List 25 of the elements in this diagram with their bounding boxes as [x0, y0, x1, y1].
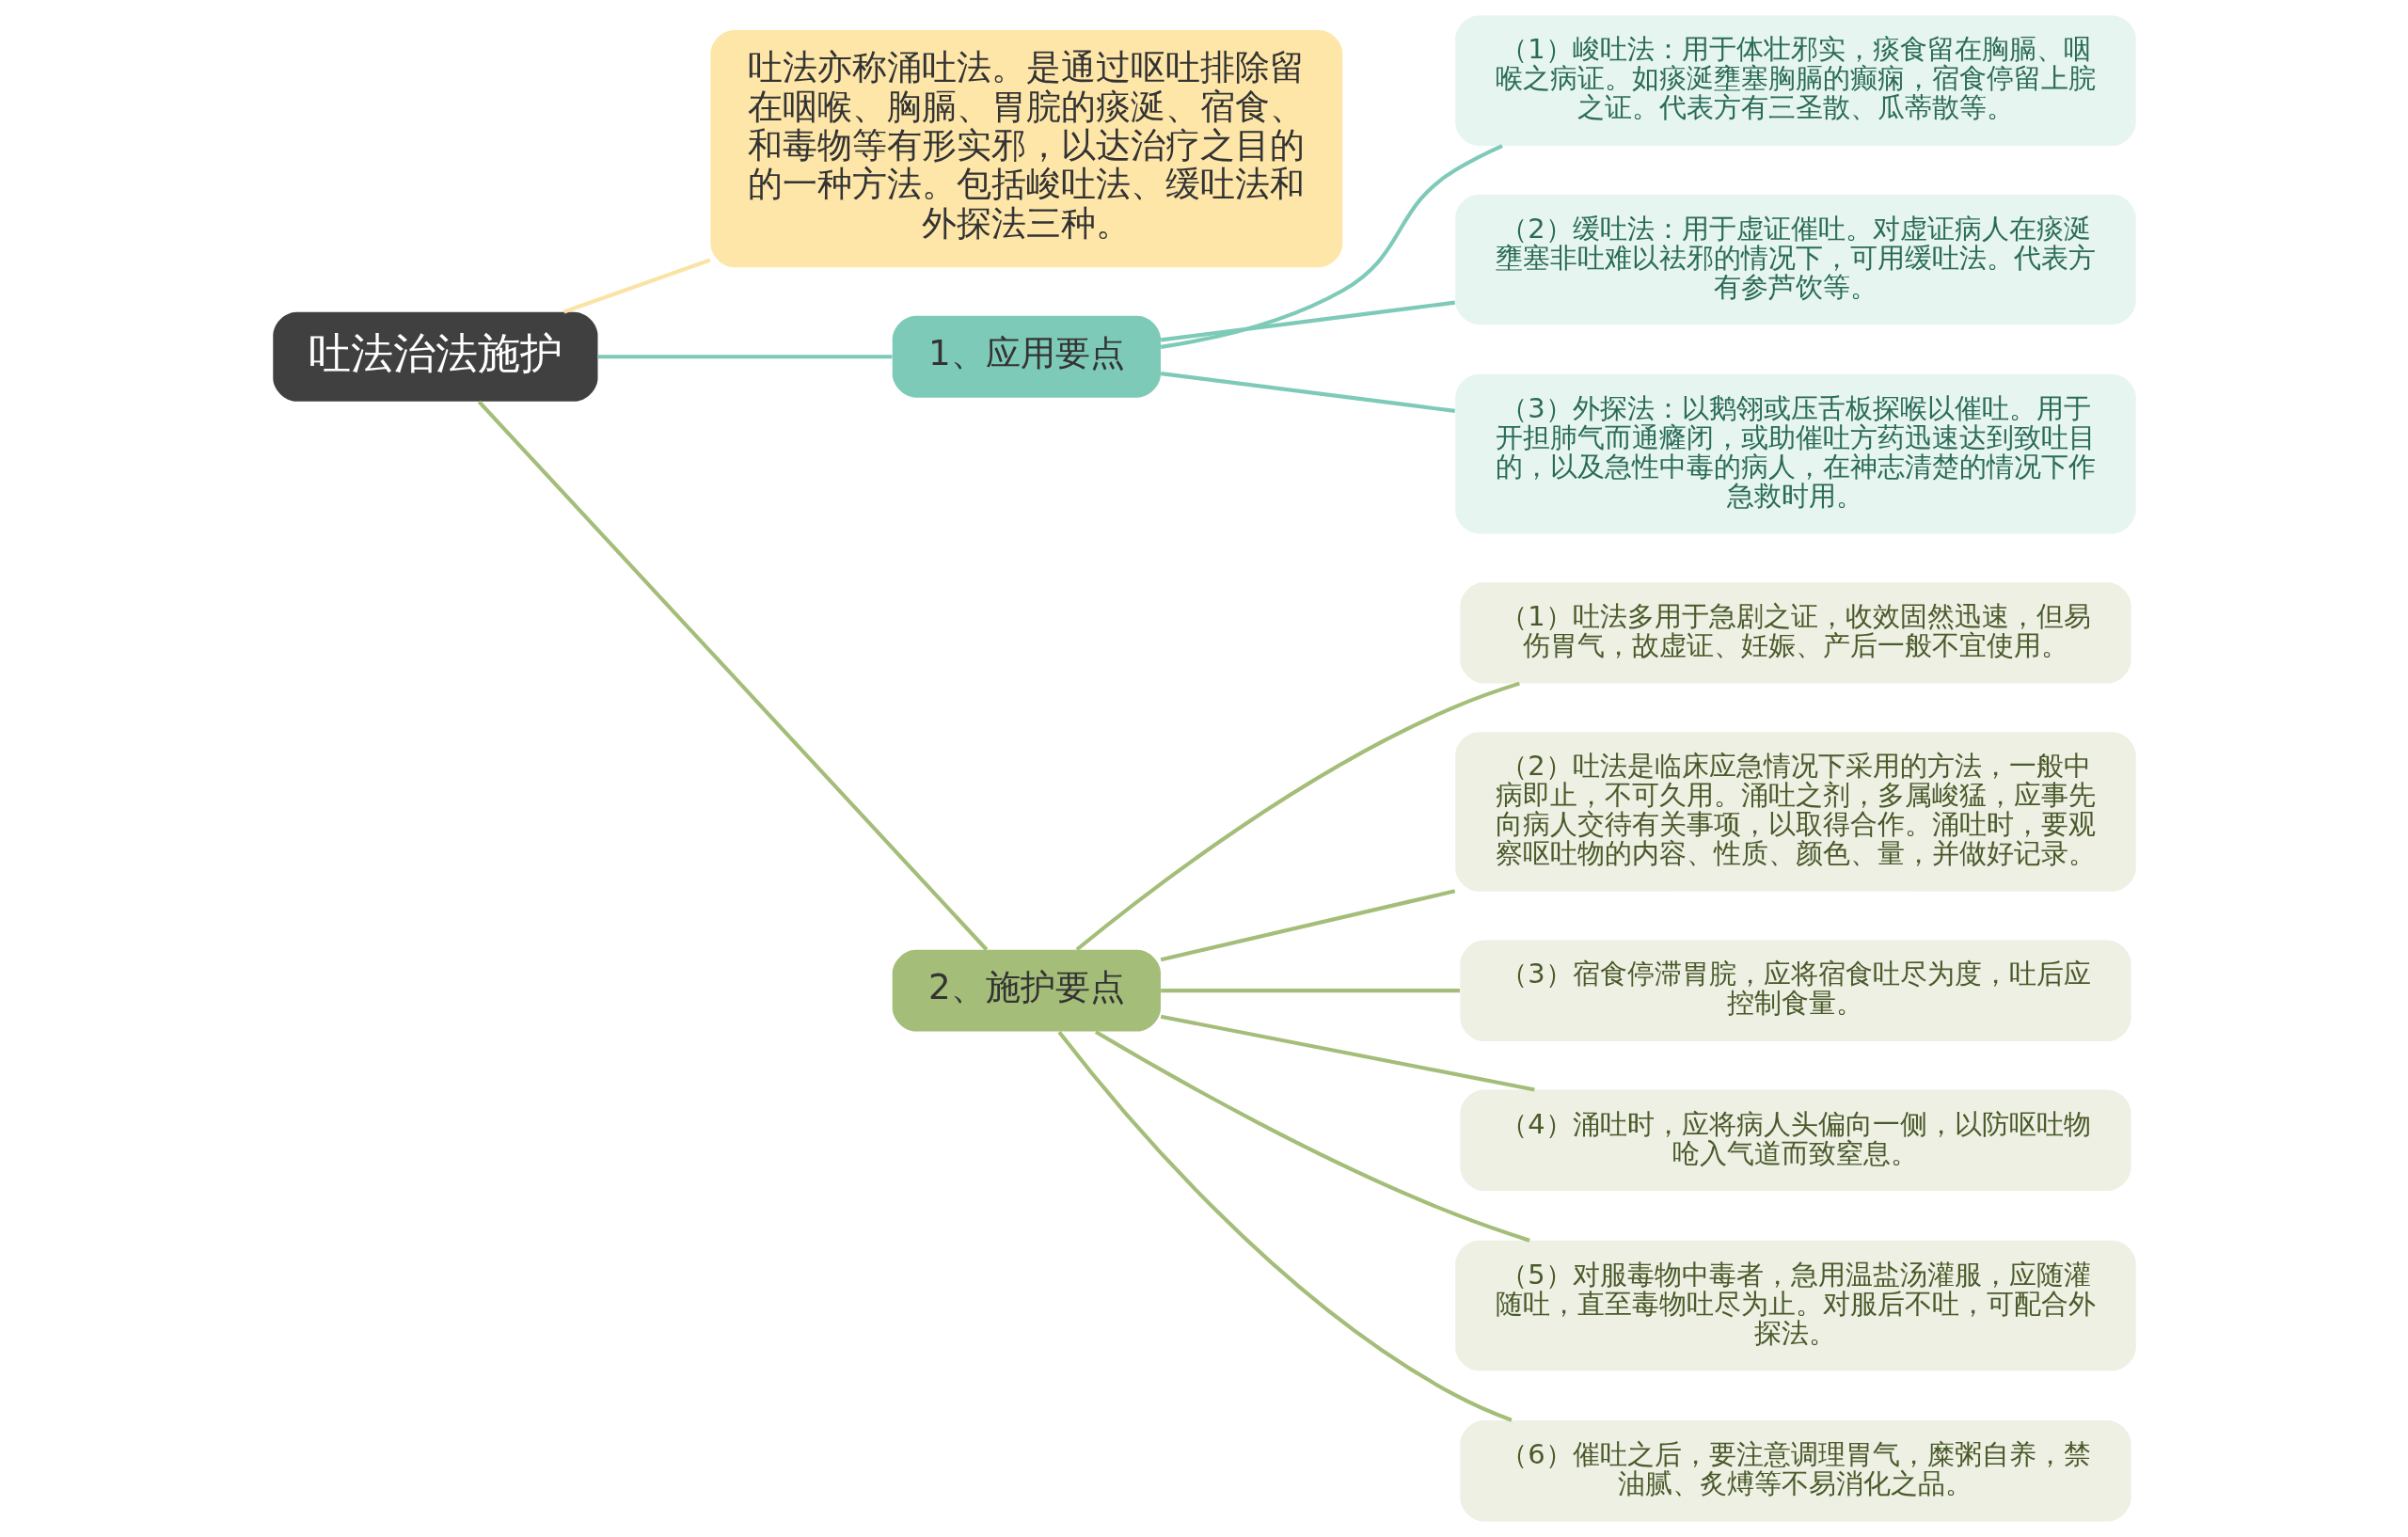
node-box: 1、应用要点: [892, 315, 1161, 398]
connector: [1160, 372, 1455, 413]
connector: [1075, 681, 1520, 952]
connector: [1056, 1030, 1513, 1422]
connector: [1094, 1030, 1530, 1243]
node-box: （1）峻吐法：用于体壮邪实，痰食留在胸膈、咽喉之病证。如痰涎壅塞胸膈的癫痫，宿食停留上脘之证。代表方有三圣散、瓜蒂散等。: [1454, 15, 2136, 146]
connector: [1160, 1014, 1535, 1092]
connector: [1160, 989, 1460, 993]
node-box: （5）对服毒物中毒者，急用温盐汤灌服，应随灌随吐，直至毒物吐尽为止。对服后不吐，可配合外探法。: [1454, 1240, 2136, 1371]
node-box: （2）吐法是临床应急情况下采用的方法，一般中病即止，不可久用。涌吐之剂，多属峻猛，应事先向病人交待有关事项，以取得合作。涌吐时，要观察呕吐物的内容、性质、颜色、量，并做好记录。: [1454, 732, 2136, 892]
node-box: （1）吐法多用于急剧之证，收效固然迅速，但易伤胃气，故虚证、妊娠、产后一般不宜使用。: [1459, 582, 2131, 684]
node-box: （3）宿食停滞胃脘，应将宿食吐尽为度，吐后应控制食量。: [1459, 940, 2131, 1041]
connector: [562, 258, 711, 314]
connector: [597, 355, 892, 359]
connector: [1160, 300, 1455, 342]
connector: [477, 400, 988, 951]
node-box: （4）涌吐时，应将病人头偏向一侧，以防呕吐物呛入气道而致窒息。: [1459, 1089, 2131, 1192]
connector: [1160, 889, 1455, 962]
node-box: 2、施护要点: [892, 949, 1161, 1032]
node-box: 吐法亦称涌吐法。是通过呕吐排除留在咽喉、胸膈、胃脘的痰涎、宿食、和毒物等有形实邪，以达治疗之目的的一种方法。包括峻吐法、缓吐法和外探法三种。: [709, 29, 1342, 268]
connector: [1160, 144, 1503, 349]
node-box: （3）外探法：以鹅翎或压舌板探喉以催吐。用于开担肺气而通癃闭，或助催吐方药迅速达到致吐目的，以及急性中毒的病人，在神志清楚的情况下作急救时用。: [1454, 373, 2136, 534]
node-box: 吐法治法施护: [272, 311, 597, 402]
node-box: （2）缓吐法：用于虚证催吐。对虚证病人在痰涎壅塞非吐难以祛邪的情况下，可用缓吐法。代表方有参芦饮等。: [1454, 194, 2136, 325]
node-box: （6）催吐之后，要注意调理胃气，糜粥自养，禁油腻、炙煿等不易消化之品。: [1459, 1420, 2131, 1522]
